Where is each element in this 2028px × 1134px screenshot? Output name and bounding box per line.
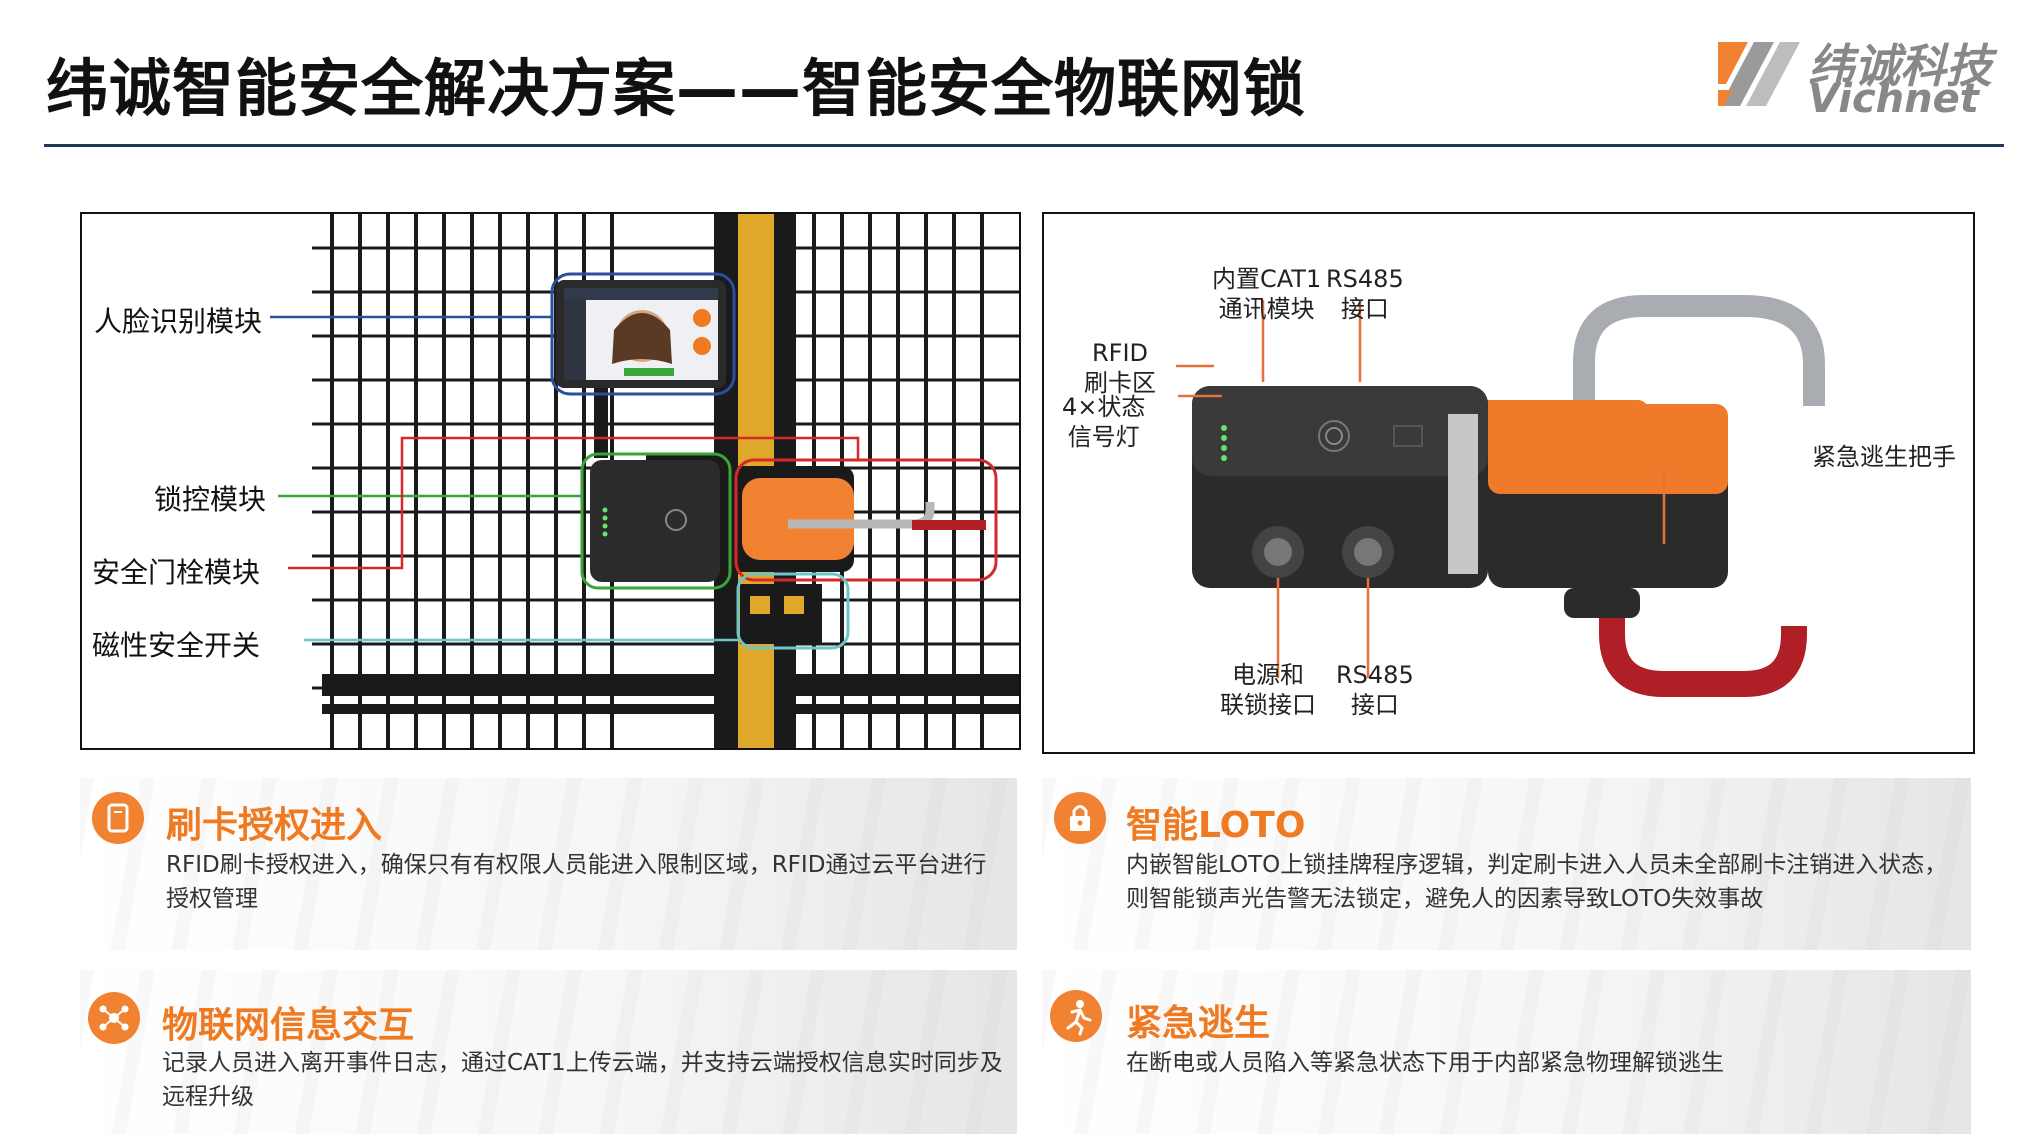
feature-title: 紧急逃生 (1126, 1003, 1271, 1044)
feature-title: 物联网信息交互 (162, 1005, 415, 1046)
feature-card-emergency-escape: 紧急逃生 在断电或人员陷入等紧急状态下用于内部紧急物理解锁逃生 (1042, 970, 1971, 1134)
label-magnetic-switch: 磁性安全开关 (92, 629, 261, 662)
logo-english-name: Vichnet (1808, 76, 1979, 122)
feature-description: RFID刷卡授权进入，确保只有有权限人员能进入限制区域，RFID通过云平台进行授… (166, 852, 987, 912)
vichnet-logo-icon (1718, 42, 1800, 106)
padlock-icon (1054, 792, 1106, 844)
network-icon (88, 992, 140, 1044)
label-gate-bolt: 安全门栓模块 (92, 556, 261, 589)
feature-card-card-access: 刷卡授权进入 RFID刷卡授权进入，确保只有有权限人员能进入限制区域，RFID通… (80, 778, 1017, 950)
callout-status-lights: 4×状态信号灯 (1062, 393, 1146, 451)
feature-description: 内嵌智能LOTO上锁挂牌程序逻辑，判定刷卡进入人员未全部刷卡注销进入状态，则智能… (1126, 852, 1948, 912)
feature-card-iot-interaction: 物联网信息交互 记录人员进入离开事件日志，通过CAT1上传云端，并支持云端授权信… (80, 970, 1017, 1134)
page-title: 纬诚智能安全解决方案——智能安全物联网锁 (46, 52, 1307, 125)
title-divider (44, 144, 2004, 147)
running-person-icon (1050, 990, 1102, 1042)
feature-title: 智能LOTO (1126, 805, 1306, 846)
callout-escape-handle: 紧急逃生把手 (1812, 443, 1956, 471)
lock-device-illustration (1176, 295, 1825, 697)
feature-title: 刷卡授权进入 (166, 805, 383, 846)
feature-card-smart-loto: 智能LOTO 内嵌智能LOTO上锁挂牌程序逻辑，判定刷卡进入人员未全部刷卡注销进… (1042, 778, 1971, 950)
feature-description: 记录人员进入离开事件日志，通过CAT1上传云端，并支持云端授权信息实时同步及远程… (162, 1050, 1003, 1110)
label-face-recognition: 人脸识别模块 (94, 305, 263, 338)
card-icon (92, 792, 144, 844)
feature-description: 在断电或人员陷入等紧急状态下用于内部紧急物理解锁逃生 (1126, 1050, 1724, 1076)
fence-module-panel: 人脸识别模块 锁控模块 安全门栓模块 磁性安全开关 (80, 212, 1021, 750)
fence-illustration (270, 214, 1019, 748)
logo-chinese-name: 纬诚科技 (1808, 39, 1992, 93)
callout-power-interlock: 电源和联锁接口 (1220, 661, 1316, 719)
label-lock-control: 锁控模块 (154, 483, 267, 516)
